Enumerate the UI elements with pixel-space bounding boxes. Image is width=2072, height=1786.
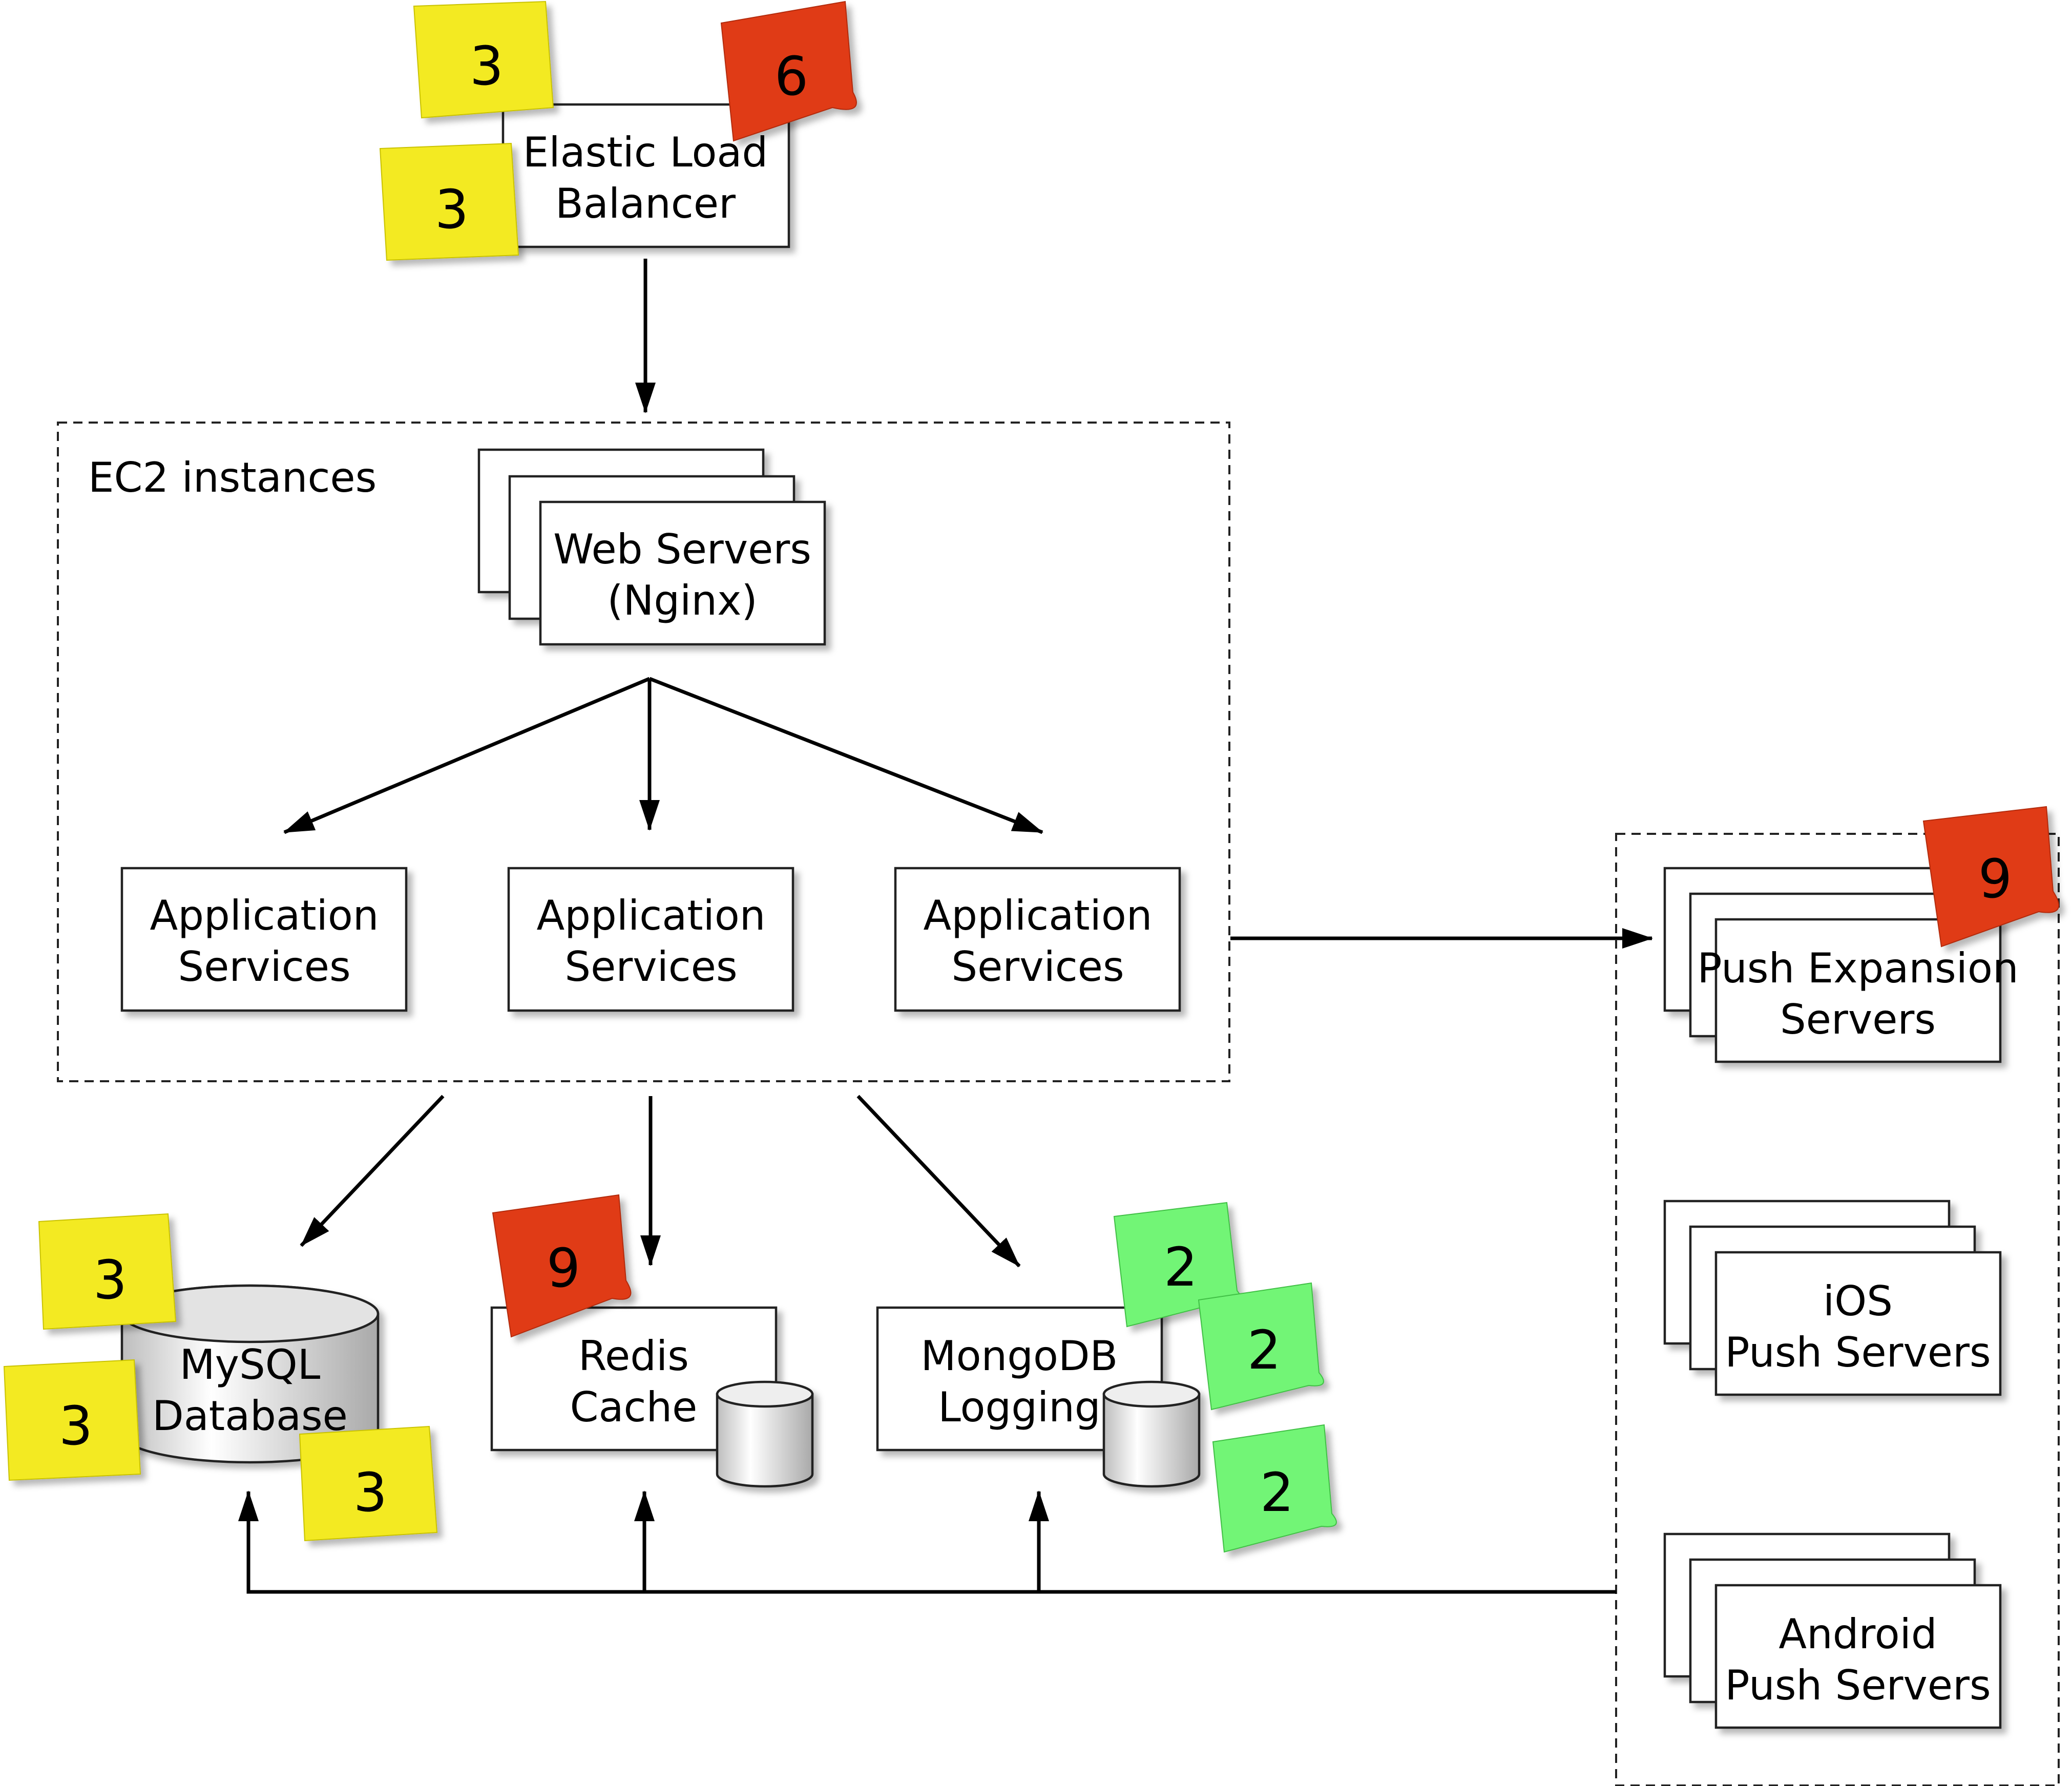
redis-db-icon	[716, 1380, 814, 1488]
push-expansion-line1: Push Expansion	[1697, 944, 2018, 992]
mongodb-node: MongoDB Logging	[876, 1306, 1201, 1488]
sticky-note-mongo-green-3: 2	[1212, 1424, 1337, 1553]
sticky-note-mongo-green-1-value: 2	[1164, 1236, 1198, 1298]
app-services-2-line2: Services	[564, 943, 737, 991]
app-services-1-line1: Application	[150, 892, 379, 939]
ec2-group: EC2 instances	[57, 422, 1230, 1082]
sticky-note-mongo-green-1: 2	[1113, 1202, 1242, 1328]
ios-push-line2: Push Servers	[1725, 1329, 1991, 1376]
sticky-note-mysql-yellow-left: 3	[3, 1359, 141, 1481]
sticky-note-lb-yellow-top: 3	[413, 1, 554, 119]
load-balancer-label-line2: Balancer	[555, 180, 736, 227]
ios-push-node: iOS Push Servers	[1663, 1200, 2002, 1396]
android-push-line2: Push Servers	[1725, 1662, 1991, 1709]
web-servers-label-line1: Web Servers	[553, 526, 811, 573]
web-servers-node: Web Servers (Nginx)	[477, 448, 826, 646]
mysql-node: MySQL Database	[120, 1284, 380, 1464]
sticky-note-lb-red-value: 6	[775, 45, 808, 108]
app-services-2-line1: Application	[537, 892, 766, 939]
arrow-web-to-app-1	[283, 677, 651, 834]
push-group	[1615, 833, 2060, 1786]
app-services-node-2: Application Services	[507, 867, 794, 1012]
mysql-label-line1: MySQL	[180, 1341, 321, 1389]
redis-node: Redis Cache	[490, 1306, 814, 1488]
sticky-note-mysql-yellow-right-value: 3	[353, 1461, 387, 1524]
sticky-note-mongo-green-3-value: 2	[1260, 1461, 1294, 1524]
arrow-ec2-to-mongodb	[856, 1095, 1021, 1268]
arrow-ec2-to-mysql	[300, 1095, 445, 1247]
push-expansion-node: Push Expansion Servers	[1663, 867, 2019, 1063]
android-push-node: Android Push Servers	[1663, 1532, 2002, 1729]
app-services-node-1: Application Services	[120, 867, 408, 1012]
arrow-web-to-app-3	[648, 677, 1043, 834]
app-services-3-line2: Services	[951, 943, 1124, 991]
app-services-1-line2: Services	[178, 943, 350, 991]
sticky-note-lb-yellow-top-value: 3	[470, 35, 504, 97]
mysql-label-line2: Database	[152, 1392, 348, 1440]
sticky-note-mysql-yellow-left-value: 3	[59, 1395, 93, 1457]
app-services-3-line1: Application	[924, 892, 1153, 939]
mongodb-label-line2: Logging	[938, 1383, 1100, 1431]
sticky-note-mongo-green-2: 2	[1198, 1282, 1324, 1411]
android-push-line1: Android	[1778, 1610, 1937, 1658]
ios-push-line1: iOS	[1823, 1277, 1893, 1325]
mongodb-label-line1: MongoDB	[921, 1332, 1118, 1380]
sticky-note-lb-yellow-bottom-value: 3	[435, 178, 469, 241]
arrow-push-to-mysql	[238, 1490, 1616, 1594]
sticky-note-redis-red-value: 9	[547, 1237, 580, 1299]
redis-label-line2: Cache	[570, 1383, 698, 1431]
sticky-note-lb-yellow-bottom: 3	[379, 142, 519, 261]
push-expansion-line2: Servers	[1780, 996, 1936, 1043]
sticky-note-push-red-value: 9	[1978, 848, 2012, 910]
load-balancer-label-line1: Elastic Load	[523, 129, 768, 176]
sticky-note-redis-red: 9	[492, 1194, 632, 1338]
ec2-group-label: EC2 instances	[88, 454, 376, 501]
mongodb-db-icon	[1102, 1380, 1201, 1488]
app-services-node-3: Application Services	[894, 867, 1181, 1012]
redis-label-line1: Redis	[578, 1332, 689, 1380]
sticky-note-mysql-yellow-right: 3	[299, 1425, 438, 1542]
web-servers-label-line2: (Nginx)	[607, 577, 757, 624]
sticky-note-mysql-yellow-top-value: 3	[93, 1249, 127, 1311]
sticky-note-lb-red: 6	[720, 1, 857, 142]
sticky-note-mysql-yellow-top: 3	[38, 1213, 177, 1330]
sticky-note-push-red: 9	[1922, 806, 2059, 948]
sticky-note-mongo-green-2-value: 2	[1247, 1319, 1281, 1381]
